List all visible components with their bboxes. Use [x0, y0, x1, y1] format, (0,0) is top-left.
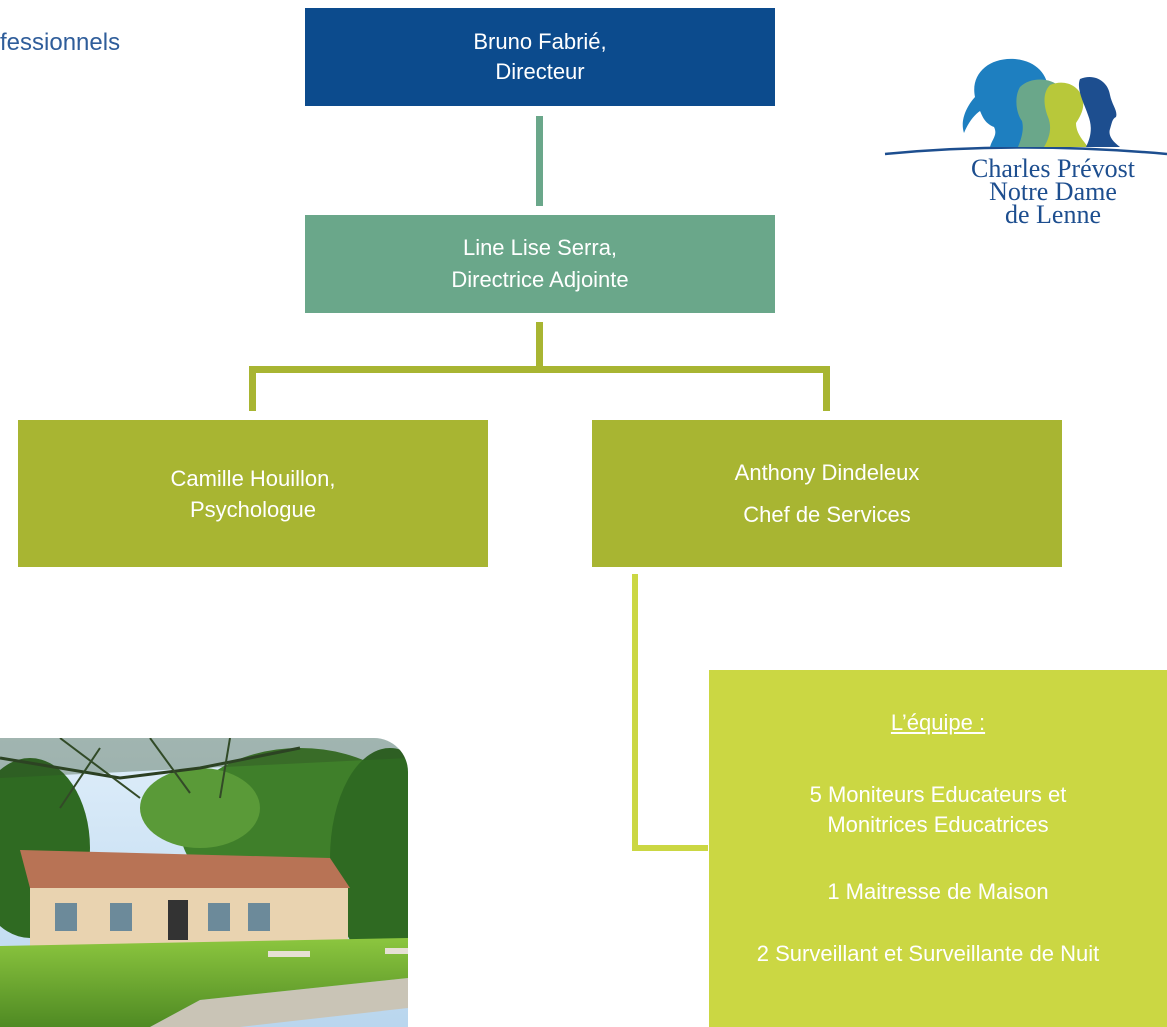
team-box: L’équipe : 5 Moniteurs Educateurs et Mon… — [709, 670, 1167, 1027]
deputy-role: Directrice Adjointe — [451, 267, 629, 292]
building-photo — [0, 738, 408, 1027]
head-of-services-role: Chef de Services — [743, 501, 911, 527]
team-item-line: Monitrices Educatrices — [827, 812, 1049, 837]
psychologist-name: Camille Houillon, — [170, 465, 336, 491]
logo-faces-icon — [884, 58, 1167, 156]
psychologist-box: Camille Houillon, Psychologue — [18, 420, 488, 567]
director-name: Bruno Fabrié, — [473, 29, 607, 54]
connector-chef-down — [632, 574, 638, 850]
logo-line: Charles Prévost — [971, 154, 1135, 183]
head-of-services-box: Anthony Dindeleux Chef de Services — [592, 420, 1062, 567]
logo-text: Charles Prévost Notre Dame de Lenne — [938, 154, 1167, 229]
head-of-services-name: Anthony Dindeleux — [734, 459, 920, 485]
association-logo: Charles Prévost Notre Dame de Lenne — [880, 55, 1167, 245]
team-heading: L’équipe : — [890, 710, 986, 735]
team-item-housekeeper: 1 Maitresse de Maison — [827, 879, 1049, 904]
connector-deputy-down — [536, 322, 543, 368]
director-box: Bruno Fabrié, Directeur — [305, 8, 775, 106]
team-item-night-staff: 2 Surveillant et Surveillante de Nuit — [756, 941, 1100, 966]
connector-to-team — [632, 845, 708, 851]
deputy-name: Line Lise Serra, — [462, 235, 618, 260]
connector-horizontal — [249, 366, 830, 373]
deputy-director-box: Line Lise Serra, Directrice Adjointe — [305, 215, 775, 313]
page-title: fessionnels — [0, 29, 121, 56]
psychologist-role: Psychologue — [190, 496, 316, 522]
connector-to-psychologist — [249, 366, 256, 411]
logo-line: Notre Dame — [989, 177, 1117, 206]
director-role: Directeur — [495, 59, 585, 84]
connector-director-deputy — [536, 116, 543, 206]
team-item-educators: 5 Moniteurs Educateurs et Monitrices Edu… — [810, 780, 1067, 840]
logo-line: de Lenne — [1004, 200, 1101, 229]
connector-to-chef — [823, 366, 830, 411]
team-item-line: 5 Moniteurs Educateurs et — [809, 782, 1067, 807]
